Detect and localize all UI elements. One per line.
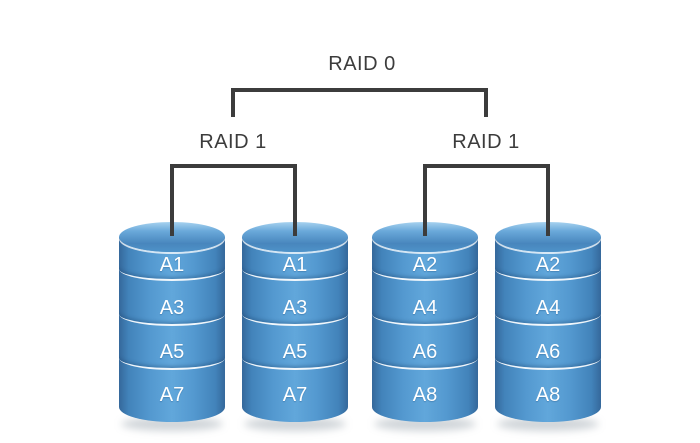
disk-shadow bbox=[497, 417, 599, 431]
disk-block-label: A1 bbox=[159, 254, 185, 276]
disk-divider bbox=[495, 306, 601, 326]
disk-divider bbox=[119, 306, 225, 326]
raid1-right-connector bbox=[423, 164, 550, 236]
disk-block-label: A7 bbox=[282, 384, 308, 406]
disk-block-label: A8 bbox=[412, 384, 438, 406]
disk-divider bbox=[242, 306, 348, 326]
disk-block-label: A2 bbox=[535, 254, 561, 276]
disk-cylinder-3: A2 A4 A6 A8 bbox=[372, 222, 478, 431]
disk-block-label: A4 bbox=[412, 297, 438, 319]
raid1-left-connector bbox=[170, 164, 297, 236]
disk-divider bbox=[242, 261, 348, 281]
disk-block-label: A6 bbox=[535, 341, 561, 363]
disk-block-label: A2 bbox=[412, 254, 438, 276]
disk-divider bbox=[242, 350, 348, 370]
disk-block-label: A6 bbox=[412, 341, 438, 363]
disk-divider bbox=[372, 350, 478, 370]
disk-divider bbox=[119, 261, 225, 281]
raid1-right-label: RAID 1 bbox=[452, 131, 520, 153]
disk-shadow bbox=[121, 417, 223, 431]
raid0-label: RAID 0 bbox=[328, 53, 396, 75]
disk-shadow bbox=[374, 417, 476, 431]
raid1-left-label: RAID 1 bbox=[199, 131, 267, 153]
disk-divider bbox=[372, 306, 478, 326]
disk-block-label: A4 bbox=[535, 297, 561, 319]
disk-shadow bbox=[244, 417, 346, 431]
disk-block-label: A5 bbox=[282, 341, 308, 363]
disk-block-label: A3 bbox=[159, 297, 185, 319]
raid0-connector bbox=[231, 88, 488, 117]
disk-block-label: A1 bbox=[282, 254, 308, 276]
disk-divider bbox=[495, 350, 601, 370]
disk-block-label: A5 bbox=[159, 341, 185, 363]
disk-block-label: A7 bbox=[159, 384, 185, 406]
disk-block-label: A3 bbox=[282, 297, 308, 319]
disk-cylinder-2: A1 A3 A5 A7 bbox=[242, 222, 348, 431]
disk-cylinder-4: A2 A4 A6 A8 bbox=[495, 222, 601, 431]
disk-cylinder-1: A1 A3 A5 A7 bbox=[119, 222, 225, 431]
disk-divider bbox=[119, 350, 225, 370]
disk-divider bbox=[372, 261, 478, 281]
disk-block-label: A8 bbox=[535, 384, 561, 406]
disk-divider bbox=[495, 261, 601, 281]
